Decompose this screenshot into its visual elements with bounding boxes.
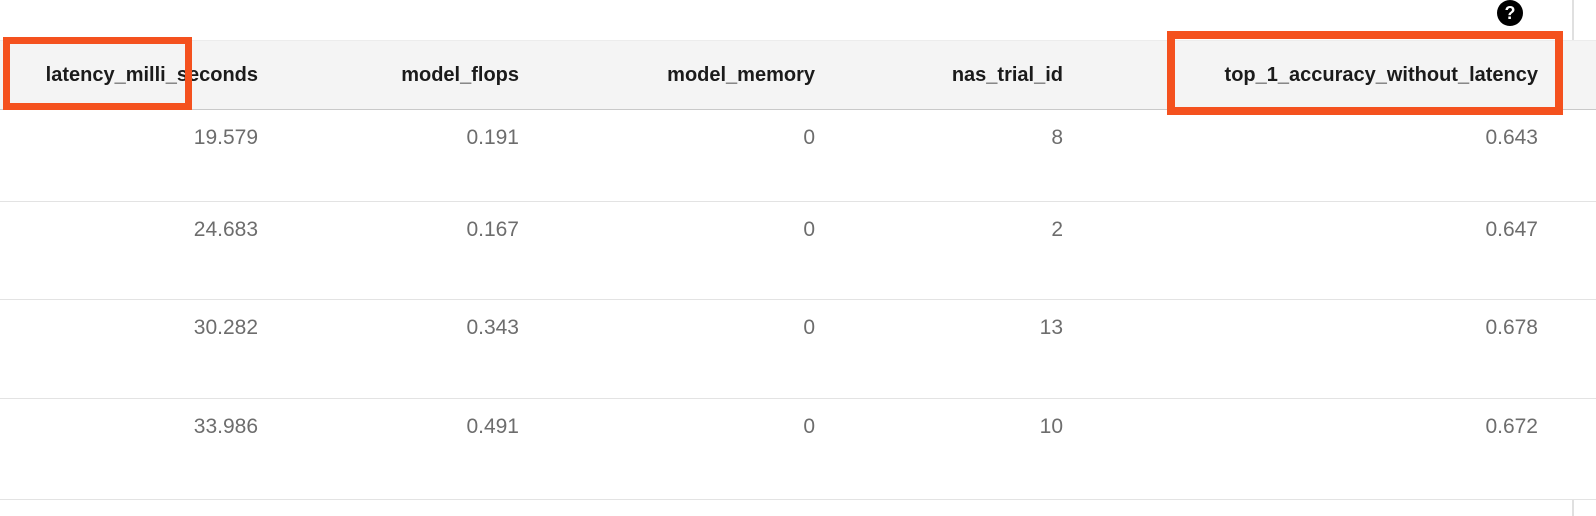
cell-top-1-accuracy: 0.672	[1485, 415, 1538, 438]
table-header-row: latency_milli_seconds model_flops model_…	[0, 40, 1596, 110]
cell-model-flops: 0.491	[466, 415, 519, 438]
column-header-model-flops: model_flops	[401, 63, 519, 86]
cell-model-memory: 0	[803, 218, 815, 241]
column-header-top-1-accuracy-without-latency: top_1_accuracy_without_latency	[1224, 63, 1538, 86]
column-header-latency-milli-seconds: latency_milli_seconds	[45, 63, 258, 86]
cell-model-memory: 0	[803, 415, 815, 438]
table-body: 19.579 0.191 0 8 0.643 24.683 0.167 0 2 …	[0, 110, 1596, 500]
cell-latency: 19.579	[193, 126, 258, 149]
cell-nas-trial-id: 2	[1051, 218, 1063, 241]
cell-latency: 30.282	[193, 316, 258, 339]
cell-top-1-accuracy: 0.647	[1485, 218, 1538, 241]
cell-latency: 24.683	[193, 218, 258, 241]
cell-nas-trial-id: 8	[1051, 126, 1063, 149]
cell-nas-trial-id: 10	[1039, 415, 1063, 438]
table-row: 24.683 0.167 0 2 0.647	[0, 202, 1596, 300]
cell-nas-trial-id: 13	[1039, 316, 1063, 339]
cell-model-flops: 0.167	[466, 218, 519, 241]
column-header-model-memory: model_memory	[667, 63, 815, 86]
cell-top-1-accuracy: 0.643	[1485, 126, 1538, 149]
help-icon[interactable]: ?	[1497, 0, 1523, 26]
column-header-nas-trial-id: nas_trial_id	[951, 63, 1063, 86]
cell-model-flops: 0.343	[466, 316, 519, 339]
cell-model-memory: 0	[803, 126, 815, 149]
cell-model-flops: 0.191	[466, 126, 519, 149]
table-row: 33.986 0.491 0 10 0.672	[0, 399, 1596, 500]
cell-model-memory: 0	[803, 316, 815, 339]
table-row: 30.282 0.343 0 13 0.678	[0, 300, 1596, 399]
cell-latency: 33.986	[193, 415, 258, 438]
cell-top-1-accuracy: 0.678	[1485, 316, 1538, 339]
table-row: 19.579 0.191 0 8 0.643	[0, 110, 1596, 202]
